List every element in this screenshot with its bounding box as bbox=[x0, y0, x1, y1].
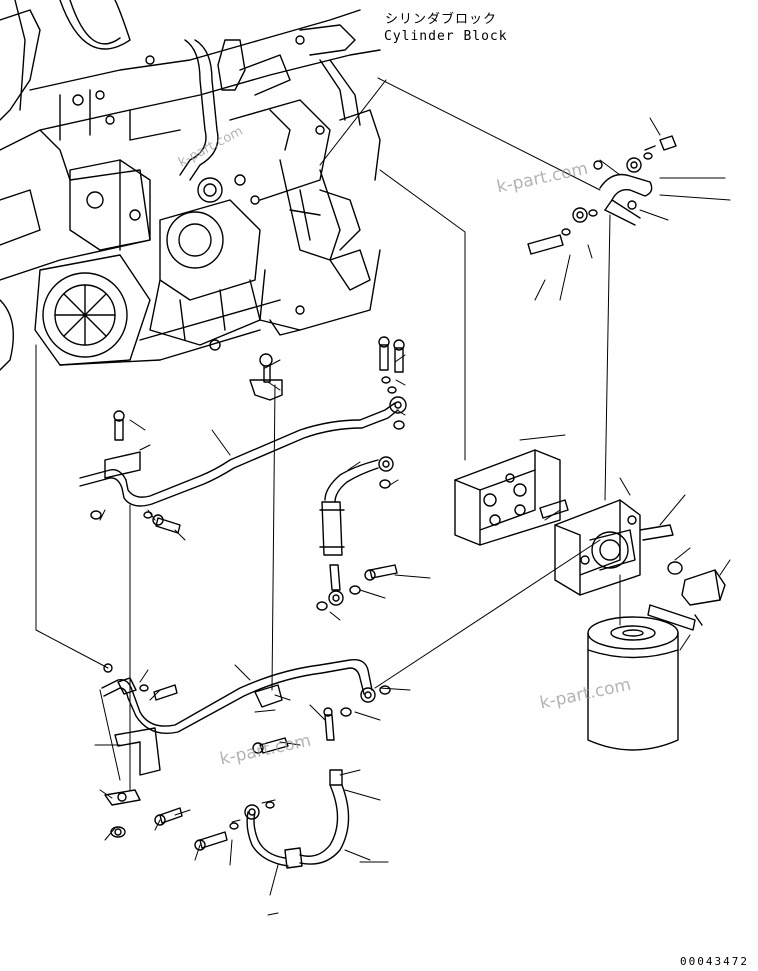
upper-oil-tube bbox=[79, 336, 407, 534]
upper-right-fittings bbox=[527, 135, 677, 255]
cylinder-block-label-en: Cylinder Block bbox=[384, 29, 508, 44]
lower-oil-tube bbox=[101, 659, 391, 838]
cylinder-block-label-jp: シリンダブロック bbox=[385, 12, 498, 27]
filter-adapter-plate bbox=[454, 449, 569, 546]
leader-lines bbox=[35, 77, 731, 916]
middle-hose-tube bbox=[316, 456, 398, 611]
bottom-hose bbox=[194, 707, 352, 869]
cylinder-block-engine bbox=[0, 0, 381, 371]
drawing-number: 00043472 bbox=[680, 955, 749, 968]
oil-filter bbox=[587, 616, 679, 751]
filter-head bbox=[554, 499, 726, 631]
